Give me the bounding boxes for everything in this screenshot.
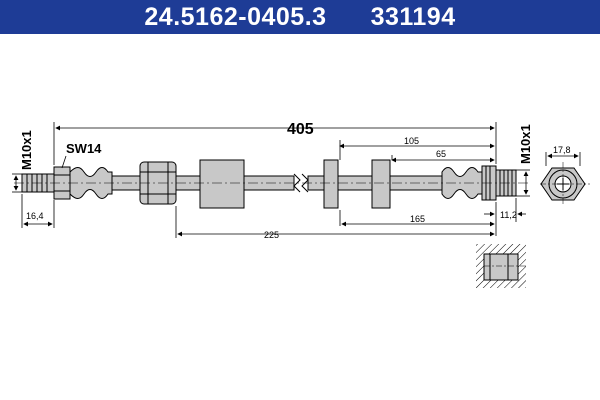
dim-165-label: 165 [410,214,425,224]
dim-65-label: 65 [436,149,446,159]
hose-clip [323,159,339,209]
dim-17-8-label: 17,8 [553,145,571,155]
reference-number: 331194 [370,2,456,31]
wrench-size-label: SW14 [66,141,102,156]
dim-405-label: 405 [287,121,314,138]
dimension-lines [12,122,581,238]
dim-105-label: 105 [404,136,419,146]
dim-16-4-label: 16,4 [26,211,44,221]
hose-assembly [21,159,517,209]
port-section-view [476,244,526,288]
left-thread-label: M10x1 [19,130,34,170]
protective-sleeve-2 [371,159,391,209]
dim-225-label: 225 [264,230,279,240]
right-thread-label: M10x1 [518,124,533,164]
title-bar: 24.5162-0405.3 331194 [0,0,600,34]
dim-11-2-label: 11,2 [500,210,517,220]
protective-sleeve-1 [199,159,245,209]
part-number: 24.5162-0405.3 [144,2,327,31]
